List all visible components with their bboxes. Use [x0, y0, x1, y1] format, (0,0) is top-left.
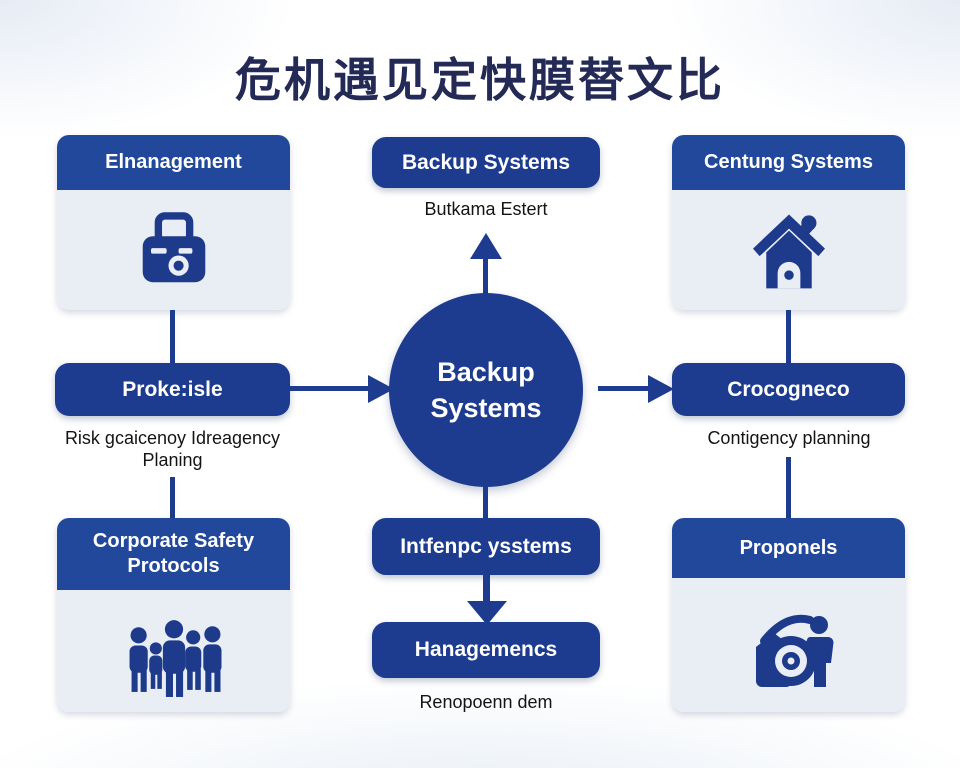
card-title: Corporate Safety Protocols: [92, 530, 255, 577]
card-body: [57, 190, 290, 310]
node-top-center: Backup Systems: [372, 137, 600, 188]
wheel-person-icon: [734, 595, 844, 695]
card-title: Elnanagement: [105, 151, 242, 173]
connector-left-bottom: [170, 477, 175, 518]
caption-bottom-center: Renopoenn dem: [419, 692, 553, 712]
node-label: Backup Systems: [401, 150, 571, 174]
card-body: [57, 590, 290, 712]
card-title: Proponels: [739, 536, 838, 559]
card-body: [672, 190, 905, 310]
node-bottom-center: Hanagemencs: [372, 622, 600, 678]
caption-top-center: Butkama Estert: [424, 199, 548, 219]
card-header: Corporate Safety Protocols: [57, 518, 290, 590]
card-top-right: Centung Systems: [672, 135, 905, 310]
node-label: Intfenpc ysstems: [400, 534, 572, 558]
down-arrow-head: [467, 601, 507, 625]
card-body: [672, 578, 905, 712]
card-header: Proponels: [672, 518, 905, 578]
node-label: Proke:isle: [122, 377, 223, 401]
card-header: Elnanagement: [57, 135, 290, 190]
circle-label-line2: Systems: [430, 393, 542, 423]
node-label: Hanagemencs: [414, 638, 558, 661]
node-right: Crocogneco: [672, 363, 905, 416]
caption-left: Risk gcaicenoy Idreagency Planing: [64, 428, 281, 470]
card-title: Centung Systems: [704, 151, 873, 173]
card-bottom-right: Proponels: [672, 518, 905, 712]
down-arrow-shaft: [483, 575, 490, 602]
up-arrow-head: [470, 233, 502, 259]
caption-right: Contigency planning: [707, 428, 871, 448]
connector-left-top: [170, 310, 175, 363]
right-arrow-shaft: [598, 386, 648, 391]
left-arrow-head: [368, 375, 394, 403]
connector-right-top: [786, 310, 791, 363]
circle-label-line1: Backup: [437, 356, 535, 387]
card-header: Centung Systems: [672, 135, 905, 190]
node-left: Proke:isle: [55, 363, 290, 416]
right-arrow-head: [648, 375, 674, 403]
people-group-icon: [118, 603, 230, 699]
up-arrow-shaft: [483, 257, 488, 297]
connector-right-bottom: [786, 457, 791, 518]
connector-center-bottom: [483, 483, 488, 518]
card-bottom-left: Corporate Safety Protocols: [57, 518, 290, 712]
left-arrow-shaft: [290, 386, 368, 391]
house-icon: [741, 205, 837, 295]
page-title: 危机遇见定快膜替文比: [235, 53, 725, 107]
center-circle: Backup Systems: [389, 293, 583, 487]
node-mid-center: Intfenpc ysstems: [372, 518, 600, 575]
node-label: Crocogneco: [727, 377, 850, 401]
briefcase-icon: [128, 208, 220, 292]
card-top-left: Elnanagement: [57, 135, 290, 310]
